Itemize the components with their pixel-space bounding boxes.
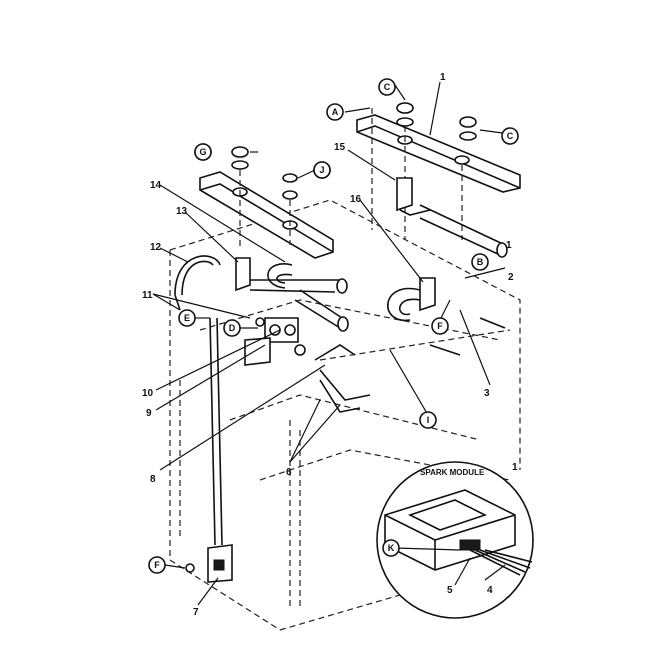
burner-bracket-right bbox=[356, 114, 521, 193]
svg-text:C: C bbox=[384, 82, 391, 92]
callout-b: B bbox=[471, 253, 489, 271]
svg-text:6: 6 bbox=[286, 467, 292, 478]
callout-k: K bbox=[382, 539, 400, 557]
svg-text:8: 8 bbox=[150, 474, 156, 485]
inset-title: SPARK MODULE bbox=[420, 468, 485, 477]
callout-j-mark: J bbox=[313, 161, 331, 179]
svg-text:14: 14 bbox=[150, 180, 162, 191]
fastener-stacks bbox=[231, 102, 477, 250]
svg-text:9: 9 bbox=[146, 408, 152, 419]
svg-text:16: 16 bbox=[350, 194, 362, 205]
svg-text:D: D bbox=[229, 323, 236, 333]
callout-f-right: F bbox=[431, 317, 449, 335]
svg-text:A: A bbox=[332, 107, 339, 117]
svg-text:F: F bbox=[154, 560, 160, 570]
callout-g-mark: G bbox=[194, 143, 212, 161]
svg-text:J: J bbox=[319, 165, 324, 175]
svg-text:5: 5 bbox=[447, 585, 453, 596]
svg-text:10: 10 bbox=[142, 388, 154, 399]
valve-assembly bbox=[244, 317, 506, 413]
callout-c-top: C bbox=[378, 78, 396, 96]
callout-i: I bbox=[419, 411, 437, 429]
svg-text:G: G bbox=[199, 147, 206, 157]
callout-e-left: E bbox=[178, 309, 196, 327]
callout-d: D bbox=[223, 319, 241, 337]
svg-text:1: 1 bbox=[506, 240, 512, 251]
svg-text:E: E bbox=[184, 313, 190, 323]
svg-text:12: 12 bbox=[150, 242, 162, 253]
svg-text:4: 4 bbox=[487, 585, 493, 596]
svg-text:3: 3 bbox=[484, 388, 490, 399]
bottom-bracket bbox=[185, 544, 233, 583]
igniter-electrodes bbox=[235, 177, 508, 332]
svg-text:B: B bbox=[477, 257, 484, 267]
svg-text:13: 13 bbox=[176, 206, 188, 217]
svg-text:11: 11 bbox=[142, 290, 153, 301]
leader-lines bbox=[152, 81, 511, 606]
callout-a: A bbox=[326, 103, 344, 121]
svg-text:I: I bbox=[427, 415, 430, 425]
svg-text:2: 2 bbox=[508, 272, 514, 283]
svg-text:1: 1 bbox=[440, 72, 446, 83]
svg-text:C: C bbox=[507, 131, 514, 141]
svg-text:1: 1 bbox=[512, 462, 518, 473]
part-numbers: 1 1 1 2 3 4 5 6 7 8 9 10 11 12 13 14 15 … bbox=[142, 72, 518, 618]
svg-text:F: F bbox=[437, 321, 443, 331]
svg-text:K: K bbox=[388, 543, 395, 553]
spark-module-inset bbox=[376, 461, 534, 619]
callout-f-bottom: F bbox=[148, 556, 166, 574]
gas-tube bbox=[174, 255, 223, 546]
svg-text:15: 15 bbox=[334, 142, 346, 153]
callout-c-right: C bbox=[501, 127, 519, 145]
svg-text:7: 7 bbox=[193, 607, 199, 618]
